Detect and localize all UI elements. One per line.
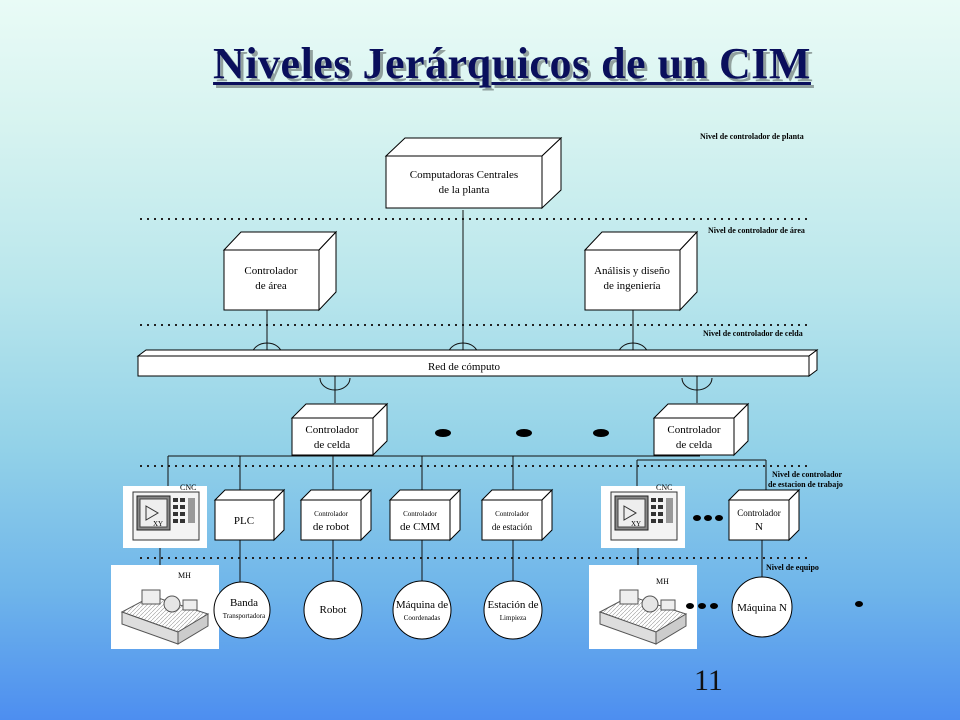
- plc-label: PLC: [234, 515, 254, 527]
- cleaning-label-2: Limpieza: [500, 614, 527, 622]
- cell-right-label-2: de celda: [676, 439, 712, 451]
- equipment-conveyor: Banda Transportadora: [213, 581, 271, 639]
- level-label-cell: Nivel de controlador de celda: [703, 329, 803, 338]
- robot-ctrl-label-1: Controlador: [314, 510, 348, 518]
- robot-label: Robot: [320, 604, 347, 616]
- central-computers-label-1: Computadoras Centrales: [410, 169, 518, 181]
- box-engineering-analysis: Análisis y diseño de ingeniería: [583, 230, 699, 312]
- box-controller-n: Controlador N: [727, 488, 801, 542]
- cell-left-label-2: de celda: [314, 439, 350, 451]
- mh-left-label: MH: [178, 571, 191, 580]
- box-area-controller: Controlador de área: [222, 230, 338, 312]
- cell-ellipsis-dots: [435, 429, 609, 437]
- mh-right-label: MH: [656, 577, 669, 586]
- machine-n-label: Máquina N: [737, 602, 787, 614]
- station-ctrl-label-1: Controlador: [495, 510, 529, 518]
- slide-number: 11: [694, 664, 723, 697]
- central-computers-label-2: de la planta: [439, 184, 490, 196]
- equipment-cleaning-station: Estación de Limpieza: [483, 580, 543, 640]
- area-controller-label-2: de área: [255, 280, 287, 292]
- cnc-left-xy-label: XY: [153, 520, 163, 528]
- cnc-left-label: CNC: [180, 483, 196, 492]
- equipment-cmm: Máquina de Coordenadas: [392, 580, 452, 640]
- box-cell-controller-right: Controlador de celda: [652, 402, 750, 457]
- connection-lines: [159, 210, 767, 583]
- box-robot-controller: Controlador de robot: [299, 488, 373, 542]
- engineering-label-2: de ingeniería: [603, 280, 660, 292]
- box-cell-controller-left: Controlador de celda: [290, 402, 389, 457]
- network-label: Red de cómputo: [428, 361, 501, 373]
- level-label-equipment: Nivel de equipo: [766, 563, 819, 572]
- level-label-workstation-1: Nivel de controlador: [772, 470, 843, 479]
- robot-ctrl-label-2: de robot: [313, 521, 349, 533]
- workstation-ellipsis-dots: [693, 515, 723, 521]
- machine-tool-right: MH: [589, 565, 697, 649]
- station-ctrl-label-2: de estación: [492, 522, 533, 532]
- conveyor-label-2: Transportadora: [223, 612, 266, 620]
- box-plc: PLC: [213, 488, 286, 542]
- cnc-panel-right: XY CNC: [601, 483, 685, 548]
- controller-n-label-2: N: [755, 521, 763, 533]
- cnc-right-label: CNC: [656, 483, 672, 492]
- controller-n-label-1: Controlador: [737, 508, 781, 518]
- equipment-machine-n: Máquina N: [731, 576, 793, 638]
- network-bar: Red de cómputo: [136, 349, 819, 377]
- box-cmm-controller: Controlador de CMM: [388, 488, 462, 542]
- equipment-ellipsis-dots: [686, 601, 863, 609]
- level-label-area: Nivel de controlador de área: [708, 226, 805, 235]
- slide-title: Niveles Jerárquicos de un CIM: [213, 39, 811, 88]
- cmm-label-1: Máquina de: [396, 599, 448, 611]
- cleaning-label-1: Estación de: [487, 599, 538, 611]
- cmm-label-2: Coordenadas: [404, 614, 441, 622]
- equipment-robot: Robot: [303, 580, 363, 640]
- box-central-computers: Computadoras Centrales de la planta: [384, 136, 563, 210]
- level-label-workstation-2: de estacion de trabajo: [768, 480, 843, 489]
- cnc-right-xy-label: XY: [631, 520, 641, 528]
- box-station-controller: Controlador de estación: [480, 488, 554, 542]
- cnc-panel-left: XY CNC: [123, 483, 207, 548]
- cell-left-label-1: Controlador: [305, 424, 358, 436]
- cell-right-label-1: Controlador: [667, 424, 720, 436]
- engineering-label-1: Análisis y diseño: [594, 265, 670, 277]
- level-label-plant: Nivel de controlador de planta: [700, 132, 804, 141]
- cmm-ctrl-label-1: Controlador: [403, 510, 437, 518]
- machine-tool-left: MH: [111, 565, 219, 649]
- conveyor-label-1: Banda: [230, 597, 258, 609]
- cmm-ctrl-label-2: de CMM: [400, 521, 440, 533]
- area-controller-label-1: Controlador: [244, 265, 297, 277]
